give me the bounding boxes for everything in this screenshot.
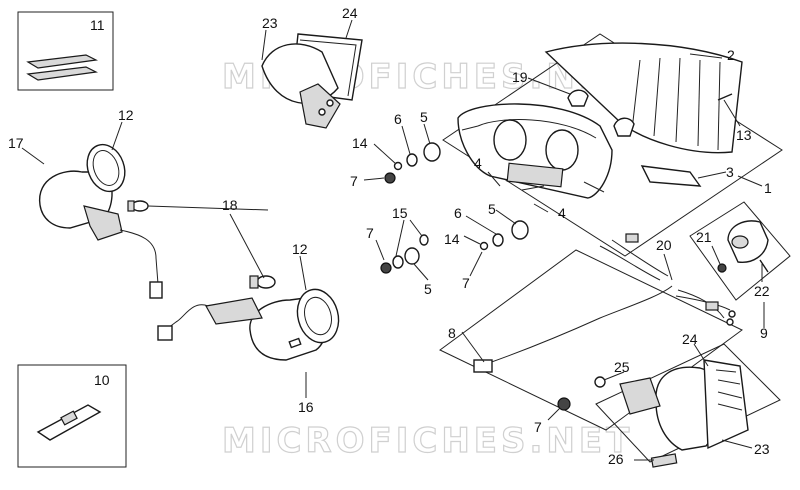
callout-12-right: 12 bbox=[292, 241, 308, 257]
rubber-bushing-set-middle bbox=[380, 220, 529, 274]
rubber-bushing-set-upper bbox=[384, 142, 441, 184]
callout-4-lower: 4 bbox=[558, 205, 566, 221]
callout-14-upper: 14 bbox=[352, 135, 368, 151]
callout-10: 10 bbox=[94, 372, 110, 388]
watermark-bottom: MICROFICHES.NET bbox=[222, 421, 633, 461]
callout-16: 16 bbox=[298, 399, 314, 415]
callout-24-bottom: 24 bbox=[682, 331, 698, 347]
callout-26: 26 bbox=[608, 451, 624, 467]
callout-19: 19 bbox=[512, 69, 528, 85]
tail-light-bulbs bbox=[567, 89, 635, 137]
adhesive-pads-box bbox=[17, 11, 114, 91]
callout-5-right: 5 bbox=[488, 201, 496, 217]
callout-7-middle: 7 bbox=[366, 225, 374, 241]
callout-13: 13 bbox=[736, 127, 752, 143]
callout-3: 3 bbox=[726, 164, 734, 180]
connector-clip-box bbox=[17, 364, 127, 468]
callout-22: 22 bbox=[754, 283, 770, 299]
callout-4-upper: 4 bbox=[474, 155, 482, 171]
leader-lines bbox=[21, 19, 765, 461]
callout-15: 15 bbox=[392, 205, 408, 221]
callout-11: 11 bbox=[90, 17, 105, 33]
callout-labels: 11 12 17 18 12 16 10 23 24 19 2 13 3 1 4… bbox=[8, 5, 772, 467]
callout-12-left: 12 bbox=[118, 107, 134, 123]
callout-17: 17 bbox=[8, 135, 24, 151]
callout-7-upper: 7 bbox=[350, 173, 358, 189]
left-rear-indicator bbox=[39, 143, 163, 299]
callout-23-top: 23 bbox=[262, 15, 278, 31]
callout-18: 18 bbox=[222, 197, 238, 213]
callout-8: 8 bbox=[448, 325, 456, 341]
indicator-bulb-right bbox=[249, 275, 276, 289]
callout-6-upper: 6 bbox=[394, 111, 402, 127]
top-turn-signal-assembly bbox=[261, 33, 363, 129]
callout-2: 2 bbox=[727, 47, 735, 63]
screw-13 bbox=[717, 93, 733, 101]
callout-23-bottom: 23 bbox=[754, 441, 770, 457]
front-indicator-right bbox=[557, 343, 781, 468]
wiring-harness bbox=[439, 233, 743, 431]
license-plate-light bbox=[689, 201, 791, 301]
right-rear-indicator bbox=[157, 288, 340, 361]
reflector-plate bbox=[640, 165, 702, 187]
indicator-bulb-left bbox=[127, 200, 149, 212]
tail-light-lens bbox=[544, 42, 743, 154]
callout-24-top: 24 bbox=[342, 5, 358, 21]
callout-21: 21 bbox=[696, 229, 712, 245]
callout-7-right: 7 bbox=[462, 275, 470, 291]
callout-5-upper: 5 bbox=[420, 109, 428, 125]
callout-20: 20 bbox=[656, 237, 672, 253]
callout-1: 1 bbox=[764, 180, 772, 196]
callout-14-right: 14 bbox=[444, 231, 460, 247]
callout-25: 25 bbox=[614, 359, 630, 375]
callout-6-right: 6 bbox=[454, 205, 462, 221]
callout-9: 9 bbox=[760, 325, 768, 341]
tail-light-assembly bbox=[442, 33, 783, 257]
callout-5-middle: 5 bbox=[424, 281, 432, 297]
callout-7-bottom: 7 bbox=[534, 419, 542, 435]
